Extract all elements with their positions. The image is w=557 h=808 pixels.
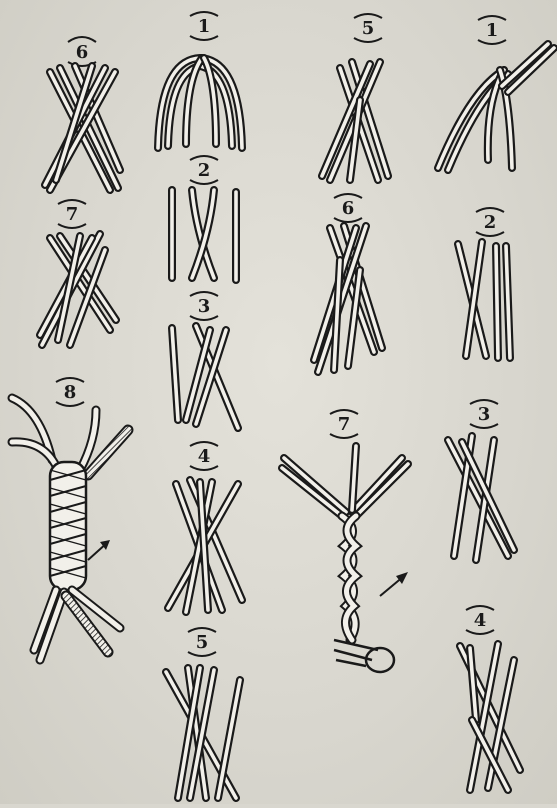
figure-label: 5 (188, 628, 216, 656)
figure-label-text: 5 (196, 632, 209, 653)
figure-label-text: 8 (64, 382, 77, 403)
rope-body (50, 462, 86, 590)
figure-label: 7 (330, 410, 358, 438)
figure-c3-6: 6 (314, 194, 382, 372)
figure-c4-2: 2 (458, 208, 510, 358)
figure-c2-1: 1 (158, 12, 242, 148)
figure-label-text: 4 (198, 446, 211, 467)
figure-label: 4 (190, 442, 218, 470)
cross-strands (172, 190, 236, 280)
braid-strands (314, 226, 382, 372)
figure-label-text: 3 (478, 404, 491, 425)
braid-strands (40, 234, 116, 345)
figure-label-text: 3 (198, 296, 211, 317)
strand-core (496, 246, 498, 358)
figure-label: 6 (334, 194, 362, 222)
arrow-icon (88, 540, 110, 560)
figure-label-text: 2 (484, 212, 497, 233)
figure-label: 1 (190, 12, 218, 40)
figure-label: 6 (68, 37, 96, 66)
figure-c4-1: 1 (438, 16, 554, 170)
cross-strands (448, 436, 514, 560)
figure-label: 3 (190, 292, 218, 320)
figure-label-text: 4 (474, 610, 487, 631)
plait-body (334, 516, 394, 672)
figure-label-text: 1 (486, 20, 499, 41)
figure-label: 3 (470, 400, 498, 428)
cross-strands (172, 326, 238, 428)
figure-c3-7: 7 (282, 410, 408, 672)
figure-label-text: 7 (338, 414, 351, 435)
figure-c1-6: 6 (45, 37, 120, 190)
figure-label-text: 7 (66, 204, 79, 225)
cross-strands (458, 242, 510, 358)
figure-c1-8: 8 (12, 378, 128, 660)
figure-label-text: 2 (198, 160, 211, 181)
figure-label: 8 (56, 378, 84, 406)
figure-label: 7 (58, 200, 86, 228)
figure-c3-5: 5 (322, 14, 388, 180)
arch-strands (158, 58, 242, 148)
strand-core (352, 458, 402, 512)
plait-strands (282, 446, 408, 516)
figure-label-text: 6 (342, 198, 355, 219)
figure-c2-4: 4 (168, 442, 242, 612)
figure-label: 2 (476, 208, 504, 236)
hook-strands (438, 44, 554, 170)
cross-strands (168, 480, 242, 612)
figure-label-text: 1 (198, 16, 211, 37)
figure-label-text: 6 (76, 42, 89, 63)
arrow-icon (380, 572, 408, 596)
figure-label: 5 (354, 14, 382, 42)
figure-label: 1 (478, 16, 506, 44)
figure-c1-7: 7 (40, 200, 116, 345)
braid-strands (45, 66, 120, 190)
strand-outline (168, 66, 232, 146)
figure-c2-2: 2 (172, 156, 236, 280)
strand-core (168, 66, 232, 146)
braid-strands (322, 62, 388, 180)
figure-c2-3: 3 (172, 292, 238, 428)
strand-core (282, 468, 342, 516)
figure-label: 4 (466, 606, 494, 634)
figure-c4-4: 4 (460, 606, 520, 790)
figure-label: 2 (190, 156, 218, 184)
cross-strands (460, 644, 520, 790)
strand-core (284, 458, 346, 512)
cross-strands (166, 668, 240, 798)
strand-core (356, 464, 408, 516)
figure-c2-5: 5 (166, 628, 240, 798)
figure-c4-3: 3 (448, 400, 514, 560)
figure-label-text: 5 (362, 18, 375, 39)
